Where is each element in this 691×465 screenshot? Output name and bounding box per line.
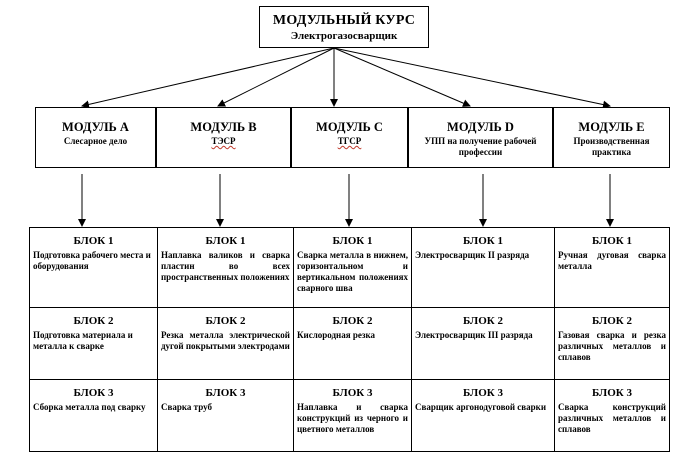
block-title: БЛОК 1 [332,235,373,247]
arrow-root-to-module-e [333,47,611,109]
block-title: БЛОК 3 [463,387,503,399]
block-title: БЛОК 2 [332,315,373,327]
module-e-title: МОДУЛЬ E [578,120,645,134]
block-cell-e1: БЛОК 1 Ручная дуговая сварка металла [555,228,669,308]
module-a-subtitle: Слесарное дело [63,136,128,146]
block-cell-c1: БЛОК 1 Сварка металла в нижнем, горизонт… [294,228,412,308]
module-a-box: МОДУЛЬ А Слесарное дело [35,107,156,168]
block-title: БЛОК 3 [592,387,632,399]
block-title: БЛОК 3 [73,387,114,399]
module-c-title: МОДУЛЬ C [316,120,383,134]
block-title: БЛОК 1 [592,235,632,247]
root-subtitle: Электрогазосварщик [290,30,398,42]
module-e-subtitle: Производственная практика [573,136,650,157]
block-cell-d1: БЛОК 1 Электросварщик II разряда [412,228,555,308]
block-text: Сборка металла под сварку [33,402,146,412]
module-d-title: МОДУЛЬ D [447,120,514,134]
arrow-root-to-module-a [81,47,335,109]
block-cell-b3: БЛОК 3 Сварка труб [158,380,294,451]
module-a-title: МОДУЛЬ А [62,120,129,134]
block-cell-c2: БЛОК 2 Кислородная резка [294,308,412,380]
block-text: Электросварщик II разряда [415,250,530,260]
block-cell-b1: БЛОК 1 Наплавка валиков и сварка пластин… [158,228,294,308]
block-text: Подготовка рабочего места и оборудования [33,250,151,271]
root-title: МОДУЛЬНЫЙ КУРС [272,13,416,28]
block-cell-c3: БЛОК 3 Наплавка и сварка конструкций из … [294,380,412,451]
block-text: Сварка металла в нижнем, горизонтальном … [297,250,408,293]
block-cell-e3: БЛОК 3 Сварка конструкций различных мета… [555,380,669,451]
block-title: БЛОК 3 [205,387,246,399]
block-text: Ручная дуговая сварка металла [558,250,666,271]
block-text: Сварщик аргонодуговой сварки [415,402,547,412]
block-text: Подготовка материала и металла к сварке [33,330,133,351]
block-title: БЛОК 1 [73,235,114,247]
block-text: Наплавка и сварка конструкций из черного… [297,402,408,434]
module-c-box: МОДУЛЬ C ТГСР [291,107,408,168]
block-cell-d2: БЛОК 2 Электросварщик III разряда [412,308,555,380]
block-text: Сварка конструкций различных металлов и … [558,402,666,434]
root-course-box: МОДУЛЬНЫЙ КУРС Электрогазосварщик [259,6,429,48]
block-title: БЛОК 1 [463,235,503,247]
block-cell-a1: БЛОК 1 Подготовка рабочего места и обору… [30,228,158,308]
block-text: Сварка труб [161,402,212,412]
block-text: Резка металла электрической дугой покрыт… [161,330,290,351]
module-b-title: МОДУЛЬ B [190,120,257,134]
blocks-grid: БЛОК 1 Подготовка рабочего места и обору… [29,227,670,452]
block-cell-a3: БЛОК 3 Сборка металла под сварку [30,380,158,451]
block-title: БЛОК 2 [592,315,632,327]
block-cell-e2: БЛОК 2 Газовая сварка и резка различных … [555,308,669,380]
module-e-box: МОДУЛЬ E Производственная практика [553,107,670,168]
block-cell-d3: БЛОК 3 Сварщик аргонодуговой сварки [412,380,555,451]
block-cell-b2: БЛОК 2 Резка металла электрической дугой… [158,308,294,380]
arrow-root-to-module-b [217,47,335,107]
block-text: Кислородная резка [297,330,376,340]
block-text: Электросварщик III разряда [415,330,533,340]
block-text: Наплавка валиков и сварка пластин во все… [161,250,290,282]
block-text: Газовая сварка и резка различных металло… [558,330,666,362]
module-b-box: МОДУЛЬ B ТЭСР [156,107,291,168]
module-c-subtitle: ТГСР [337,136,362,146]
block-title: БЛОК 1 [205,235,246,247]
block-cell-a2: БЛОК 2 Подготовка материала и металла к … [30,308,158,380]
module-d-box: МОДУЛЬ D УПП на получение рабочей профес… [408,107,553,168]
module-d-subtitle: УПП на получение рабочей профессии [424,136,537,157]
block-title: БЛОК 2 [463,315,503,327]
block-title: БЛОК 2 [73,315,114,327]
block-title: БЛОК 2 [205,315,246,327]
arrow-root-to-module-d [333,47,471,107]
block-title: БЛОК 3 [332,387,373,399]
module-b-subtitle: ТЭСР [211,136,236,146]
